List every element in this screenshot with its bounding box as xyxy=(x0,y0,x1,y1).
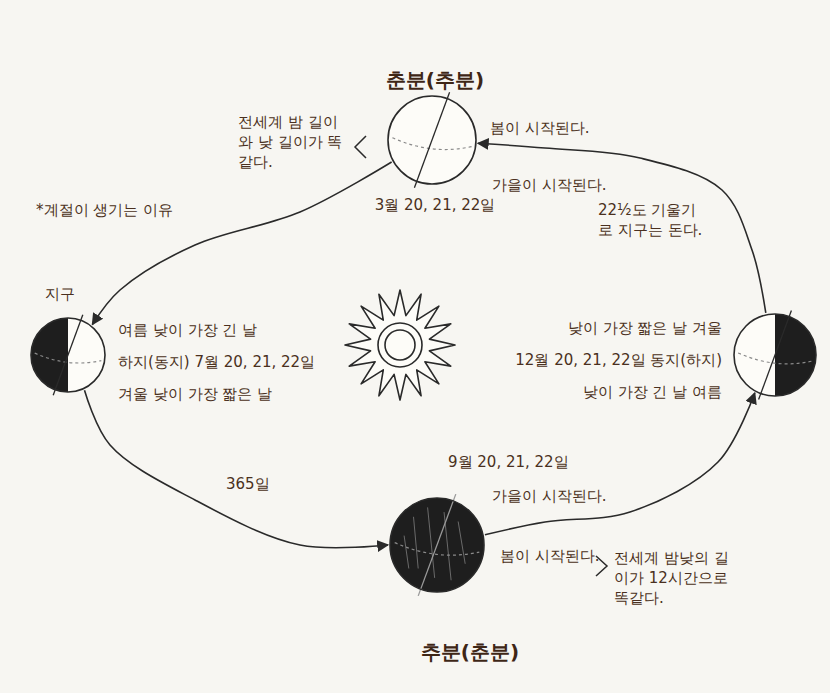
period-label: 365일 xyxy=(226,474,270,494)
earth-outline xyxy=(388,96,476,184)
pointer-bracket xyxy=(355,136,366,158)
note-text: 전세계 밤 길이와 낮 길이가 똑같다. xyxy=(238,112,350,172)
earth-axis xyxy=(414,92,449,187)
note-label: 22½도 기울기로 지구는 돈다. xyxy=(598,200,710,240)
earth-label: 지구 xyxy=(45,284,75,304)
earth-axis xyxy=(53,315,83,396)
earth-circle: 춘분(추분)전세계 밤 길이와 낮 길이가 똑같다.봄이 시작된다.가을이 시작… xyxy=(387,95,477,185)
earth-shape xyxy=(389,497,485,593)
sun-core xyxy=(385,330,415,360)
shade-streak xyxy=(458,522,465,564)
note-text: 전세계 밤낮의 길이가 12시간으로 똑같다. xyxy=(614,548,742,608)
earth-shape xyxy=(387,95,477,185)
earth-circle: 9월 20, 21, 22일가을이 시작된다.봄이 시작된다.전세계 밤낮의 길… xyxy=(389,497,485,593)
note-label: *계절이 생기는 이유 xyxy=(36,200,173,220)
sun-rays xyxy=(345,290,455,400)
note-text: 낮이 가장 긴 날 여름 xyxy=(583,382,722,402)
shade-streak xyxy=(414,517,419,569)
earth-shape xyxy=(30,317,106,393)
night-side xyxy=(775,314,816,396)
date-text: 12월 20, 21, 22일 동지(하지) xyxy=(515,350,722,370)
orbit-arrow xyxy=(84,390,388,547)
orbit-arrow xyxy=(92,162,391,325)
earth-outline xyxy=(734,314,816,396)
earth-outline xyxy=(31,318,105,392)
sun xyxy=(345,290,455,400)
note-text: 겨울 낮이 가장 짧은 날 xyxy=(118,384,272,404)
earth-outline xyxy=(390,498,484,592)
earth-axis xyxy=(759,310,792,399)
season-start-text: 가을이 시작된다. xyxy=(492,486,607,506)
shade-streak xyxy=(404,536,409,569)
date-text: 하지(동지) 7월 20, 21, 22일 xyxy=(118,352,315,372)
date-text: 9월 20, 21, 22일 xyxy=(448,452,569,472)
orbit-arrow xyxy=(478,143,766,313)
earth-circle: 지구여름 낮이 가장 긴 날하지(동지) 7월 20, 21, 22일겨울 낮이… xyxy=(30,317,106,393)
season-heading: 추분(춘분) xyxy=(421,640,519,664)
season-start-text: 가을이 시작된다. xyxy=(492,175,607,195)
earth-circle: 낮이 가장 짧은 날 겨울12월 20, 21, 22일 동지(하지)낮이 가장… xyxy=(733,313,817,397)
note-text: 여름 낮이 가장 긴 날 xyxy=(118,320,257,340)
earth-axis xyxy=(418,494,456,596)
earth-shape xyxy=(733,313,817,397)
season-heading: 춘분(추분) xyxy=(386,68,484,92)
season-start-text: 봄이 시작된다. xyxy=(490,118,590,138)
season-start-text: 봄이 시작된다. xyxy=(500,546,600,566)
date-text: 3월 20, 21, 22일 xyxy=(375,195,496,215)
night-side xyxy=(31,318,68,392)
sun-ring xyxy=(378,323,422,367)
note-text: 낮이 가장 짧은 날 겨울 xyxy=(568,318,722,338)
